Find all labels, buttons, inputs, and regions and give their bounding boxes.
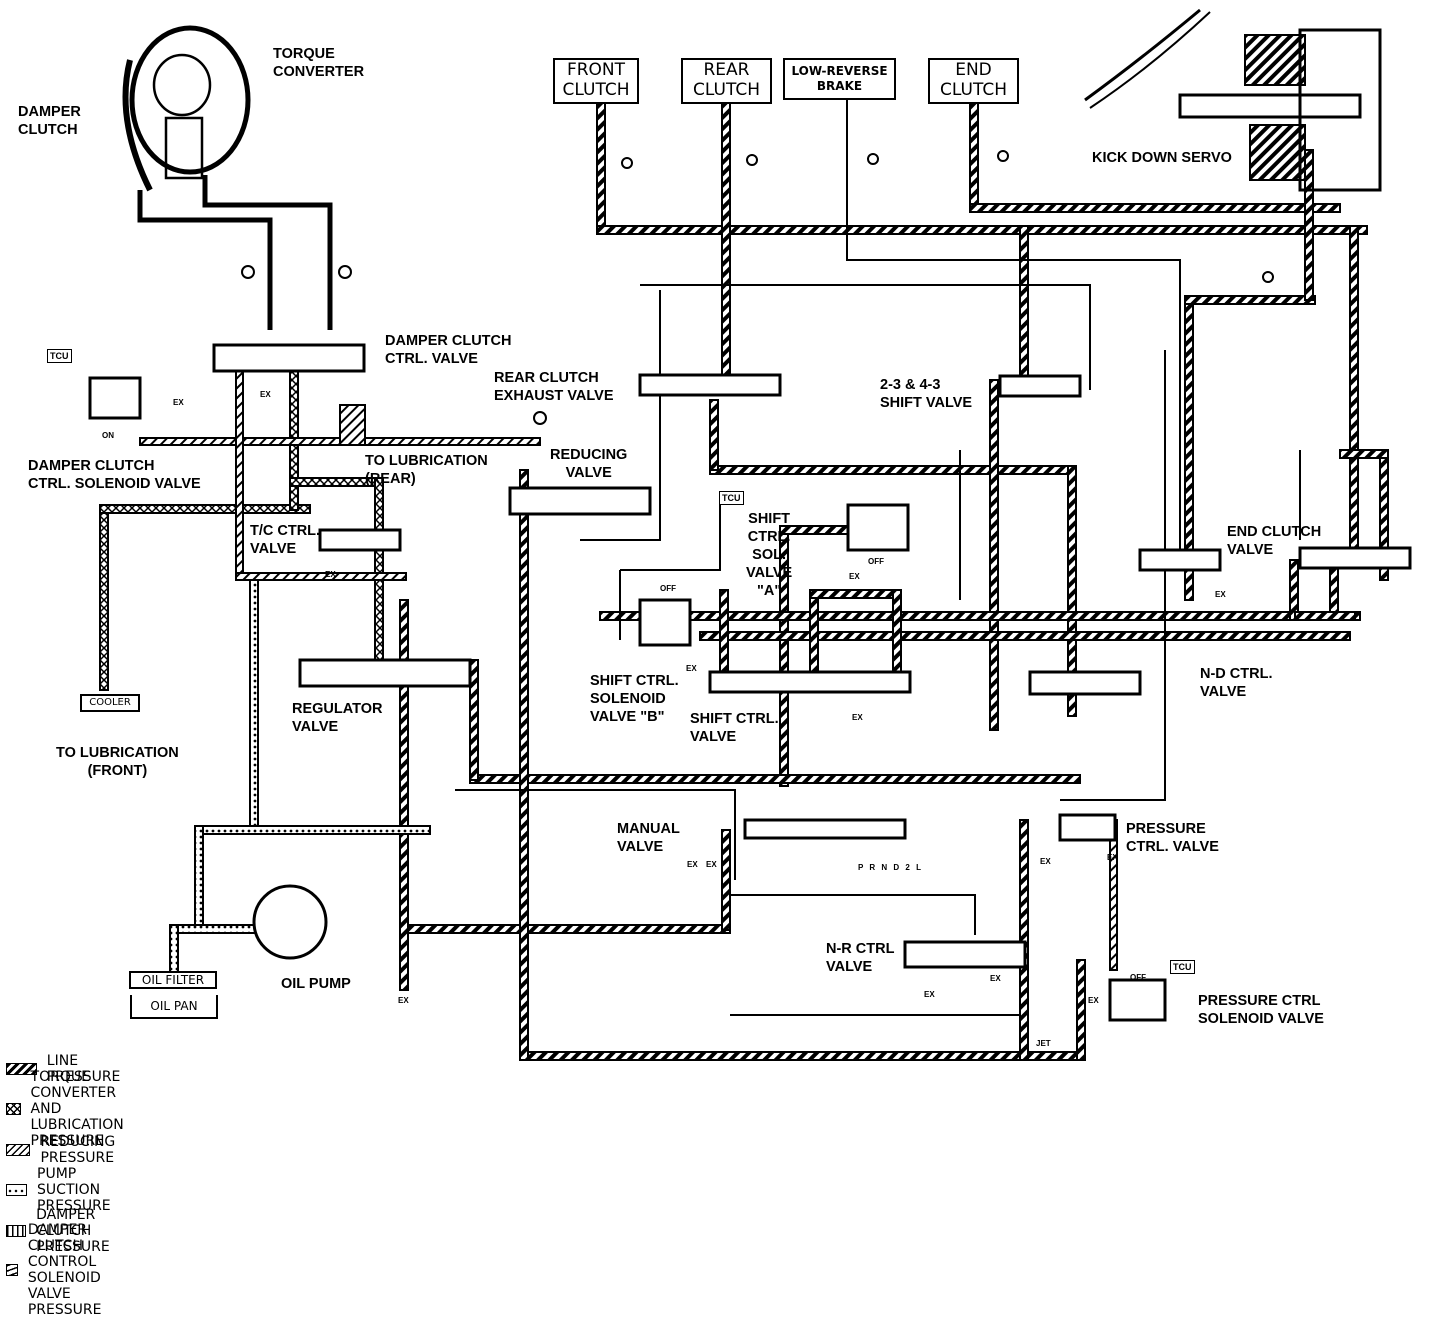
pressure-ctrl-solenoid-body (1108, 978, 1167, 1022)
label-torque-converter: TORQUE CONVERTER (273, 46, 365, 80)
box-rear-clutch: REAR CLUTCH (681, 58, 772, 104)
box-oil-pan: OIL PAN (130, 995, 218, 1019)
shift-sol-a-body (846, 503, 910, 552)
label-damper-clutch-ctrl-valve: DAMPER CLUTCH CTRL. VALVE (385, 333, 512, 367)
label-shift-valve-23-43: 2-3 & 4-3 SHIFT VALVE (880, 377, 973, 411)
tcu-tag-pressure: TCU (1170, 960, 1195, 974)
reducing-valve-body (508, 486, 652, 516)
label-shift-ctrl-sol-a: SHIFT CTRL. SOL. VALVE "A" (746, 511, 793, 599)
label-shift-ctrl-sol-b: SHIFT CTRL. SOLENOID VALVE "B" (590, 673, 679, 725)
ex-tag: EX (1088, 996, 1099, 1005)
ex-tag: EX (687, 860, 698, 869)
jet-tag: JET (1036, 1039, 1051, 1048)
label-rear-clutch-exhaust-valve: REAR CLUTCH EXHAUST VALVE (494, 370, 614, 404)
legend-label: LINE PRESSURE (46, 1053, 121, 1085)
legend-swatch (6, 1225, 27, 1237)
gauges (241, 150, 1274, 425)
label-nr-ctrl-valve: N-R CTRL VALVE (826, 941, 895, 975)
box-end-clutch: END CLUTCH (928, 58, 1019, 104)
label-end-clutch-valve: END CLUTCH VALVE (1227, 524, 1322, 558)
box-low-reverse-brake: LOW-REVERSE BRAKE (783, 58, 896, 100)
legend-item-pump: PUMP SUCTION PRESSURE (6, 1166, 130, 1214)
end-clutch-valve-body (1138, 548, 1222, 572)
nd-ctrl-valve-body (1028, 670, 1142, 696)
oil-pump-body (252, 884, 328, 960)
box-front-clutch: FRONT CLUTCH (553, 58, 639, 104)
label-pressure-ctrl-valve: PRESSURE CTRL. VALVE (1126, 821, 1219, 855)
shift-valve-23-body (998, 374, 1082, 398)
ex-tag: EX (849, 572, 860, 581)
legend-item-line: LINE PRESSURE (6, 1053, 130, 1085)
off-tag-sol-b: OFF (660, 584, 676, 593)
ex-tag: EX (325, 570, 336, 579)
ex-tag: EX (686, 664, 697, 673)
tcu-tag-damper: TCU (47, 349, 72, 363)
label-damper-clutch: DAMPER CLUTCH (18, 104, 81, 138)
label-to-lubrication-front: TO LUBRICATION (FRONT) (56, 745, 179, 779)
shift-sol-b-body (638, 598, 692, 647)
manual-valve-body (743, 818, 907, 840)
label-manual-valve: MANUAL VALVE (617, 821, 680, 855)
torque-converter-drawing (122, 25, 333, 330)
servo-valve-body (1298, 546, 1412, 570)
shift-position-scale: P R N D 2 L (858, 863, 923, 872)
lines-plain (455, 100, 1301, 1016)
on-tag: ON (102, 431, 114, 440)
legend-item-solenoid: DAMPER CLUTCH CONTROL SOLENOID VALVE PRE… (6, 1222, 130, 1318)
ex-tag: EX (260, 390, 271, 399)
box-cooler: COOLER (80, 694, 140, 712)
ex-tag: EX (924, 990, 935, 999)
ex-tag: EX (1107, 853, 1118, 862)
rear-clutch-exhaust-valve-body (638, 373, 782, 397)
legend-label: DAMPER CLUTCH CONTROL SOLENOID VALVE PRE… (27, 1222, 102, 1318)
label-nd-ctrl-valve: N-D CTRL. VALVE (1200, 666, 1273, 700)
legend-label: REDUCING PRESSURE (40, 1134, 116, 1166)
label-oil-pump: OIL PUMP (281, 976, 351, 992)
ex-tag: EX (1215, 590, 1226, 599)
box-oil-filter: OIL FILTER (129, 971, 217, 989)
ex-tag: EX (1040, 857, 1051, 866)
tc-ctrl-valve-body (318, 528, 402, 552)
legend-swatch (6, 1144, 31, 1156)
off-tag-sol-a: OFF (868, 557, 884, 566)
legend-item-tc: TORQUE CONVERTER AND LUBRICATION PRESSUR… (6, 1069, 149, 1149)
valve-bodies (88, 343, 1412, 1022)
label-pressure-ctrl-solenoid: PRESSURE CTRL SOLENOID VALVE (1198, 993, 1324, 1027)
tcu-tag-shift: TCU (719, 491, 744, 505)
nr-ctrl-valve-body (903, 940, 1027, 969)
label-to-lubrication-rear: TO LUBRICATION (REAR) (365, 453, 488, 487)
label-shift-ctrl-valve: SHIFT CTRL. VALVE (690, 711, 779, 745)
legend-swatch (6, 1103, 21, 1115)
ex-tag: EX (173, 398, 184, 407)
legend-swatch (6, 1063, 37, 1075)
lines-line-pressure (399, 99, 1389, 1061)
ex-tag: EX (990, 974, 1001, 983)
off-tag-pressure: OFF (1130, 973, 1146, 982)
lines-reducing-pressure (139, 359, 1118, 971)
label-regulator-valve: REGULATOR VALVE (292, 701, 383, 735)
legend-label: DAMPER CLUTCH PRESSURE (36, 1207, 110, 1255)
shift-ctrl-valve-body (708, 670, 912, 694)
label-kick-down-servo: KICK DOWN SERVO (1092, 150, 1232, 166)
kick-down-servo-drawing (1084, 8, 1382, 192)
legend-item-damper: DAMPER CLUTCH PRESSURE (6, 1207, 130, 1255)
regulator-valve-body (298, 658, 472, 688)
legend-label: TORQUE CONVERTER AND LUBRICATION PRESSUR… (30, 1069, 124, 1149)
legend-swatch (6, 1264, 18, 1276)
ex-tag: EX (852, 713, 863, 722)
damper-clutch-ctrl-valve-body (212, 343, 366, 373)
ex-tag: EX (398, 996, 409, 1005)
label-damper-clutch-ctrl-solenoid: DAMPER CLUTCH CTRL. SOLENOID VALVE (28, 458, 201, 492)
legend-label: PUMP SUCTION PRESSURE (37, 1166, 111, 1214)
lines-pump-suction (169, 579, 431, 976)
label-reducing-valve: REDUCING VALVE (550, 447, 628, 481)
ex-tag: EX (706, 860, 717, 869)
pressure-ctrl-valve-body (1058, 813, 1117, 842)
label-tc-ctrl-valve: T/C CTRL. VALVE (250, 523, 321, 557)
legend-swatch (6, 1184, 28, 1196)
damper-clutch-solenoid-body (88, 376, 142, 420)
legend-item-reducing: REDUCING PRESSURE (6, 1134, 131, 1166)
